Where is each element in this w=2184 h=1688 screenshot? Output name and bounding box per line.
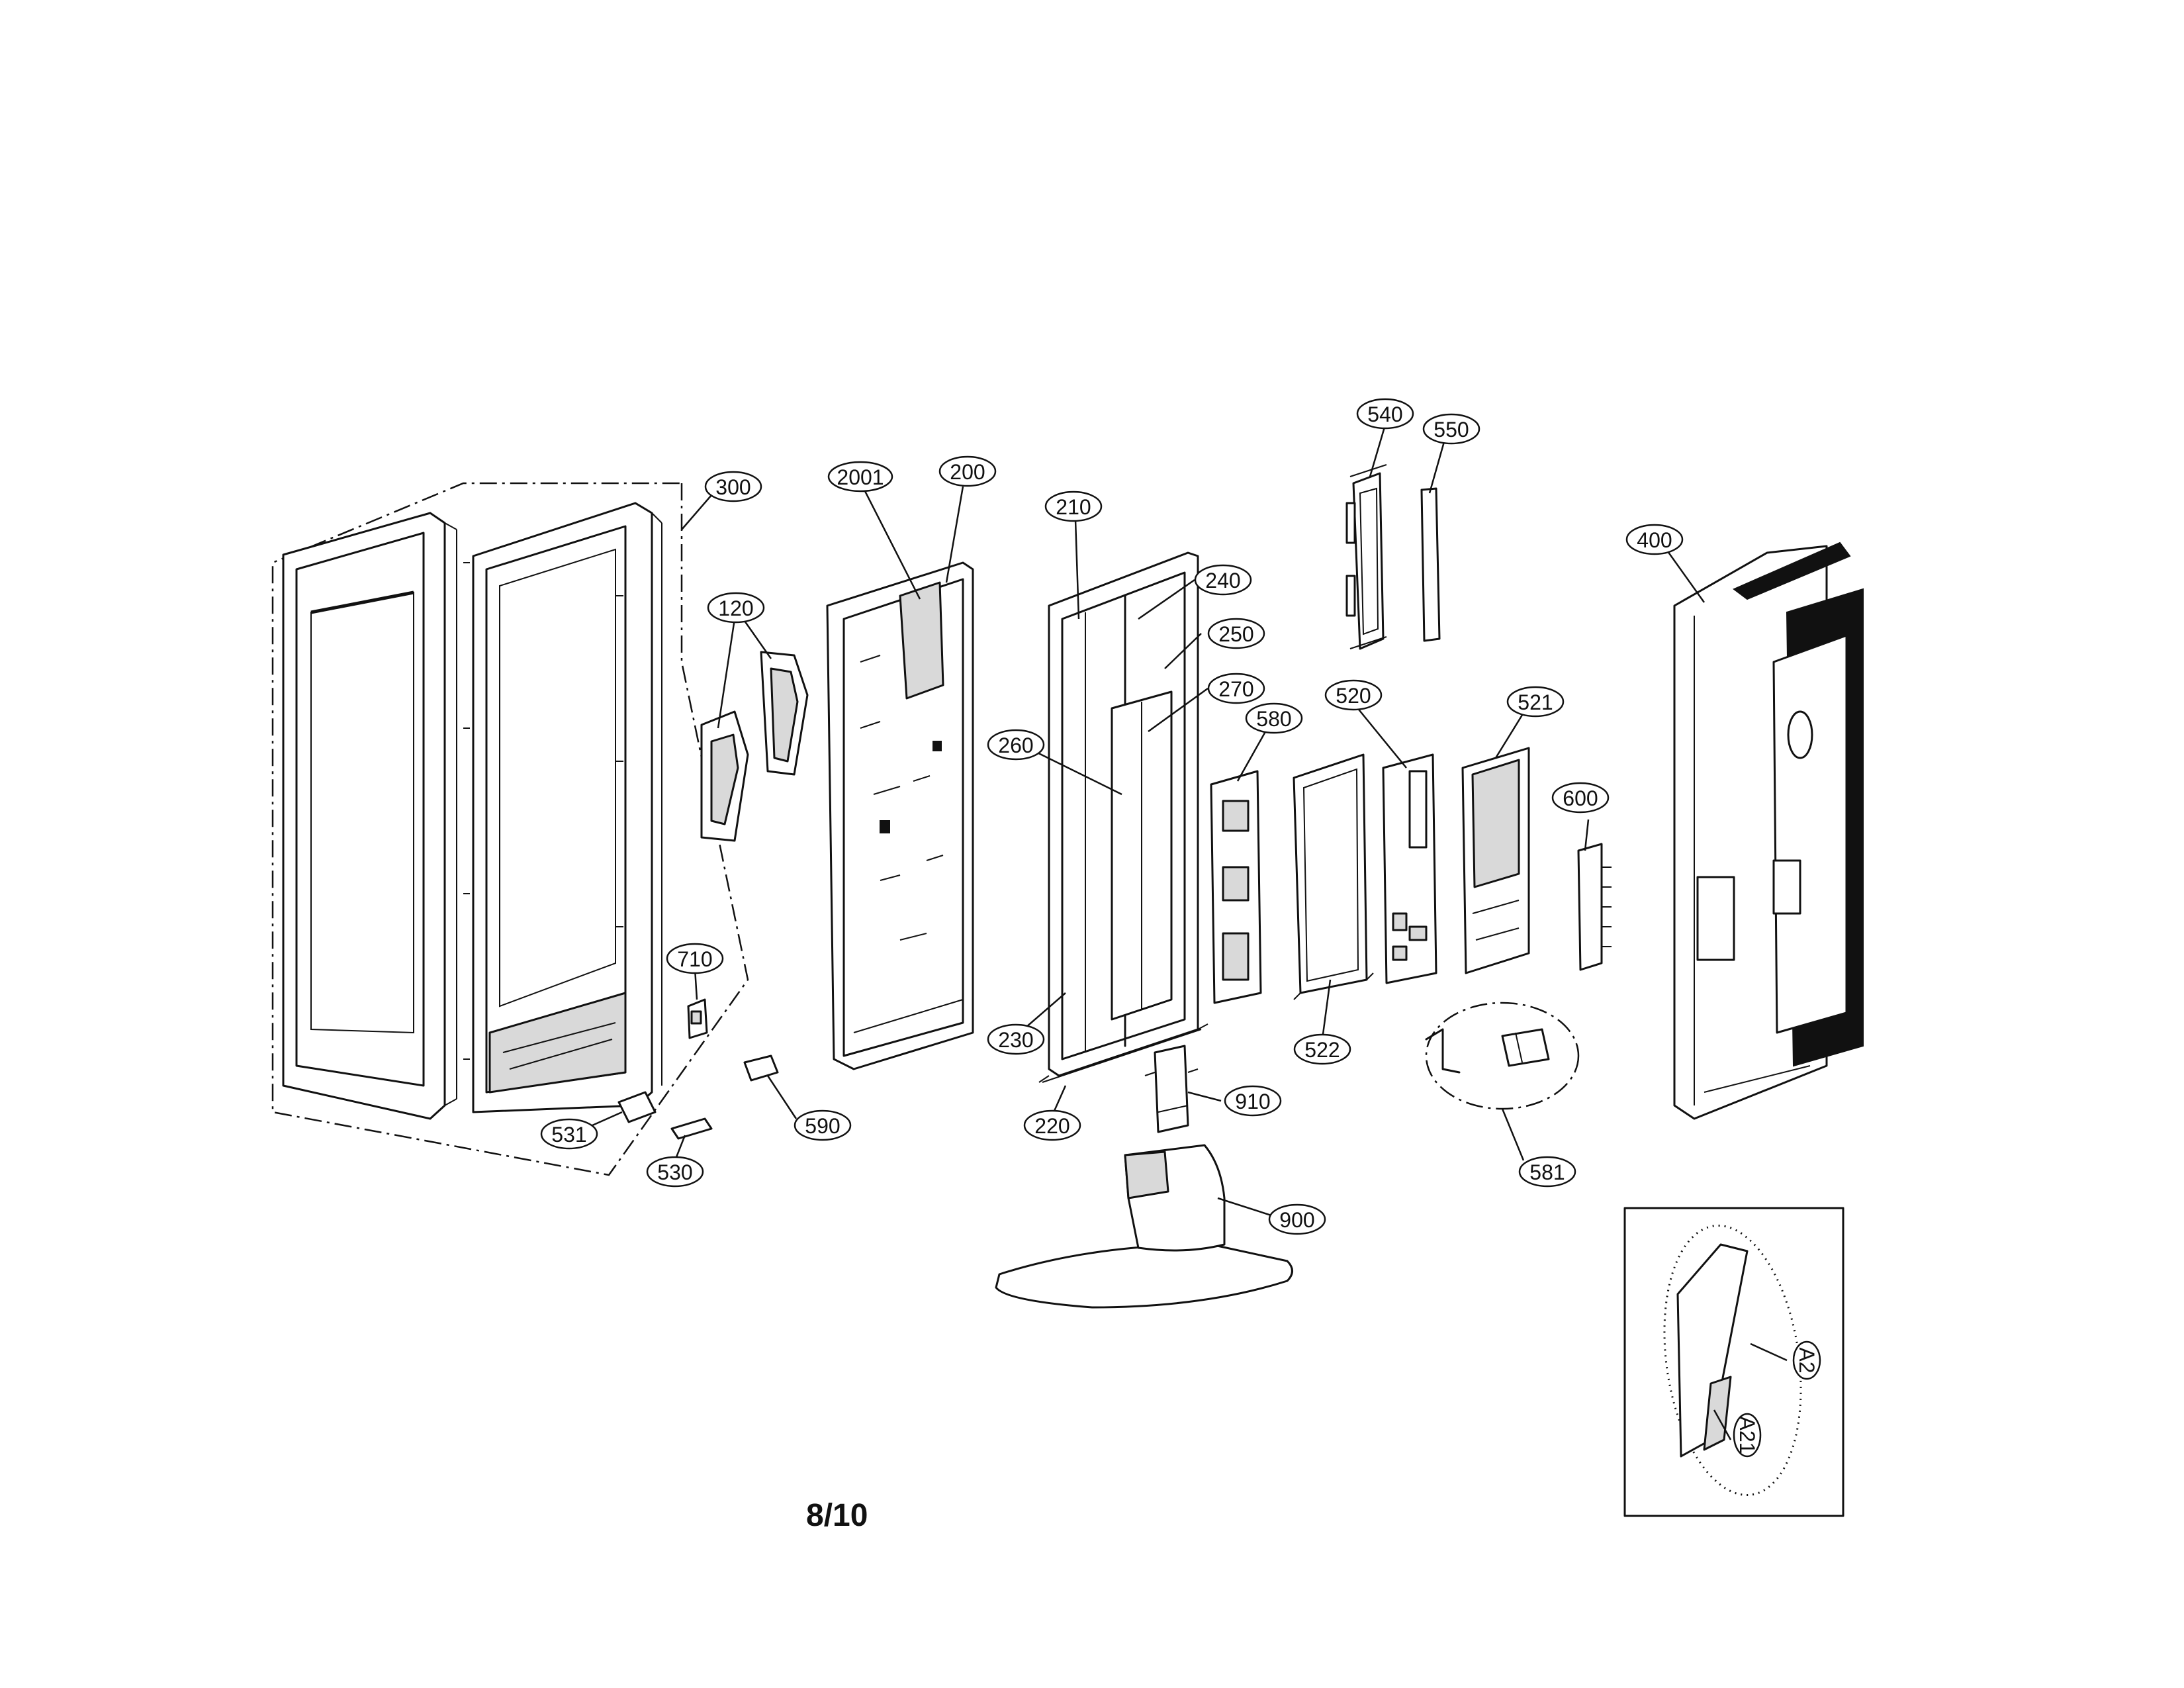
svg-text:531: 531 xyxy=(551,1123,586,1147)
svg-text:590: 590 xyxy=(805,1114,840,1138)
callout-710: 710 xyxy=(666,943,724,974)
callout-400: 400 xyxy=(1625,524,1684,555)
part-200-chassis xyxy=(826,561,974,1070)
svg-text:521: 521 xyxy=(1518,690,1553,714)
svg-text:580: 580 xyxy=(1256,707,1291,731)
callout-240: 240 xyxy=(1194,564,1252,596)
part-540-bracket xyxy=(1345,464,1387,650)
part-550-strip xyxy=(1420,487,1441,642)
svg-text:910: 910 xyxy=(1235,1090,1270,1113)
callout-260: 260 xyxy=(987,729,1045,761)
callout-590: 590 xyxy=(794,1109,852,1141)
callout-910: 910 xyxy=(1224,1085,1282,1117)
callout-230: 230 xyxy=(987,1023,1045,1055)
svg-text:522: 522 xyxy=(1304,1038,1340,1062)
svg-text:600: 600 xyxy=(1563,786,1598,810)
callout-A21: A21 xyxy=(1733,1413,1762,1458)
callout-200: 200 xyxy=(938,455,997,487)
part-600-connector xyxy=(1577,843,1612,971)
svg-text:A21: A21 xyxy=(1735,1417,1759,1454)
part-590-clip xyxy=(743,1055,779,1082)
callout-270: 270 xyxy=(1207,673,1265,704)
svg-text:230: 230 xyxy=(998,1028,1033,1052)
callout-600: 600 xyxy=(1551,782,1610,814)
svg-text:200: 200 xyxy=(950,460,985,484)
svg-text:210: 210 xyxy=(1056,495,1091,519)
callout-550: 550 xyxy=(1422,413,1480,445)
svg-text:260: 260 xyxy=(998,733,1033,757)
callout-900: 900 xyxy=(1268,1203,1326,1235)
part-120-bracket xyxy=(700,651,809,842)
callout-580: 580 xyxy=(1245,702,1303,734)
front-bezel-group xyxy=(271,482,749,1176)
svg-text:270: 270 xyxy=(1218,677,1253,701)
page-number: 8/10 xyxy=(806,1498,868,1533)
callout-530: 530 xyxy=(646,1156,704,1188)
callout-581: 581 xyxy=(1518,1156,1576,1188)
callout-220: 220 xyxy=(1023,1109,1081,1141)
svg-text:120: 120 xyxy=(718,596,753,620)
part-581-detail xyxy=(1425,1002,1580,1110)
part-520-board xyxy=(1382,753,1437,984)
part-521-board xyxy=(1461,747,1530,974)
svg-text:540: 540 xyxy=(1367,402,1402,426)
part-400-rear-cover xyxy=(1673,541,1864,1120)
callout-522: 522 xyxy=(1293,1033,1351,1065)
svg-text:220: 220 xyxy=(1034,1114,1069,1138)
svg-text:520: 520 xyxy=(1336,684,1371,708)
callout-2001: 2001 xyxy=(827,461,893,492)
part-900-stand xyxy=(995,1144,1293,1309)
callout-250: 250 xyxy=(1207,618,1265,649)
callout-300: 300 xyxy=(704,471,762,502)
callout-540: 540 xyxy=(1356,398,1414,430)
callout-521: 521 xyxy=(1506,686,1565,718)
svg-text:900: 900 xyxy=(1279,1208,1314,1232)
part-531-clip xyxy=(617,1091,657,1123)
svg-text:400: 400 xyxy=(1637,528,1672,552)
part-580-board xyxy=(1210,770,1262,1004)
svg-text:240: 240 xyxy=(1205,569,1240,592)
callout-120: 120 xyxy=(707,592,765,624)
svg-text:710: 710 xyxy=(677,947,712,971)
svg-text:550: 550 xyxy=(1433,418,1469,442)
part-910-stand-bracket xyxy=(1144,1045,1199,1133)
svg-text:300: 300 xyxy=(715,475,751,499)
part-710-knob xyxy=(687,998,708,1039)
callout-520: 520 xyxy=(1324,679,1383,711)
part-522-board xyxy=(1293,753,1374,1000)
callout-210: 210 xyxy=(1044,491,1103,522)
part-530-tab xyxy=(670,1117,713,1140)
svg-text:2001: 2001 xyxy=(837,465,884,489)
svg-text:250: 250 xyxy=(1218,622,1253,646)
callout-A2: A2 xyxy=(1792,1340,1821,1380)
callout-531: 531 xyxy=(540,1118,598,1150)
svg-text:530: 530 xyxy=(657,1160,692,1184)
svg-text:A2: A2 xyxy=(1795,1347,1819,1373)
part-210-frame xyxy=(1038,551,1208,1083)
svg-text:581: 581 xyxy=(1529,1160,1565,1184)
